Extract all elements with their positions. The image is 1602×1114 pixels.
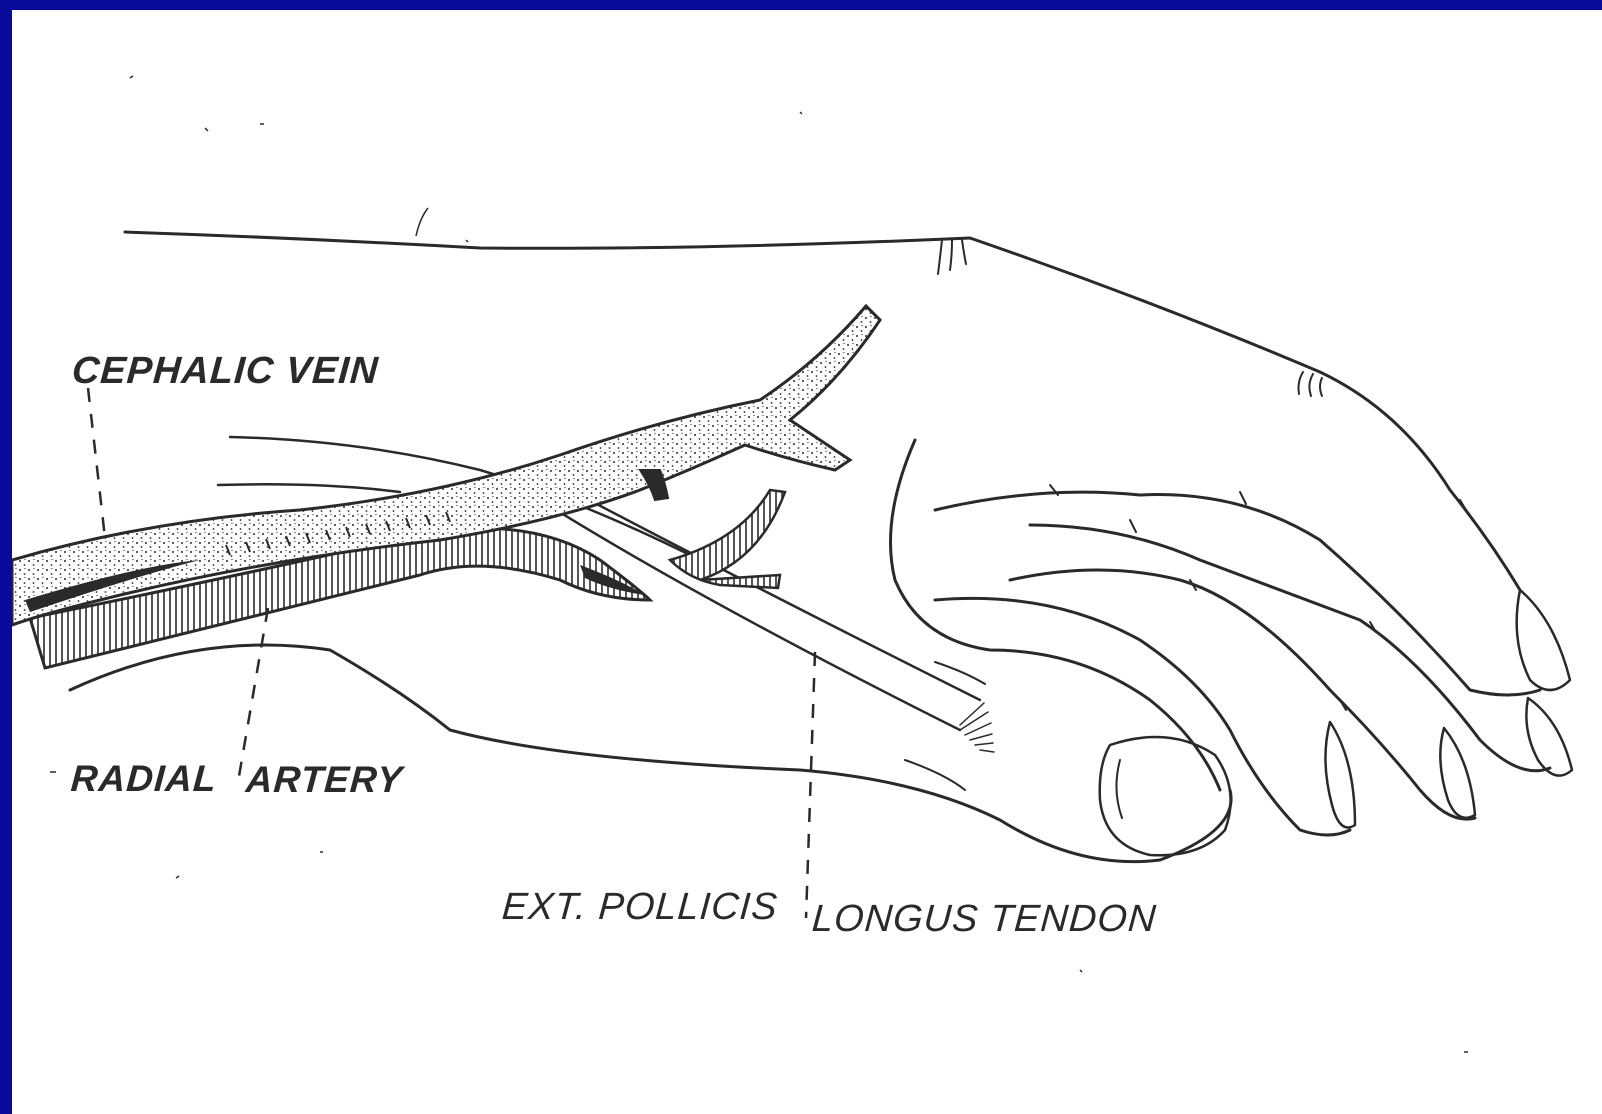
knuckle-crease-2 bbox=[1299, 372, 1323, 396]
ext-pollicis-label: EXT. POLLICIS bbox=[500, 886, 779, 929]
ring-finger bbox=[1010, 570, 1475, 819]
illustration-frame: CEPHALIC VEIN RADIAL ARTERY EXT. POLLICI… bbox=[12, 10, 1602, 1114]
artery-label: ARTERY bbox=[245, 759, 405, 801]
thumbnail bbox=[1100, 737, 1231, 855]
index-finger bbox=[935, 492, 1540, 695]
hand-anatomy-drawing bbox=[12, 10, 1602, 1114]
thumb-outline bbox=[70, 645, 1231, 862]
epl-tendon-leader bbox=[806, 652, 815, 918]
index-fingernail bbox=[1517, 590, 1570, 690]
tendon-fan bbox=[960, 703, 994, 752]
hand-back-outline bbox=[1320, 372, 1520, 590]
cephalic-vein-label: CEPHALIC VEIN bbox=[70, 350, 379, 393]
knuckle-crease-1 bbox=[938, 240, 966, 274]
tendon-lower bbox=[218, 484, 400, 492]
cephalic-vein-leader bbox=[88, 388, 105, 538]
middle-fingernail bbox=[1526, 698, 1572, 776]
thumbnail-inner bbox=[1116, 760, 1122, 818]
radial-label: RADIAL bbox=[70, 758, 219, 800]
longus-tendon-label: LONGUS TENDON bbox=[810, 898, 1157, 941]
radial-artery-leader bbox=[238, 608, 268, 782]
ring-fingernail bbox=[1440, 728, 1475, 818]
little-fingernail bbox=[1325, 722, 1355, 828]
little-finger bbox=[935, 598, 1350, 835]
